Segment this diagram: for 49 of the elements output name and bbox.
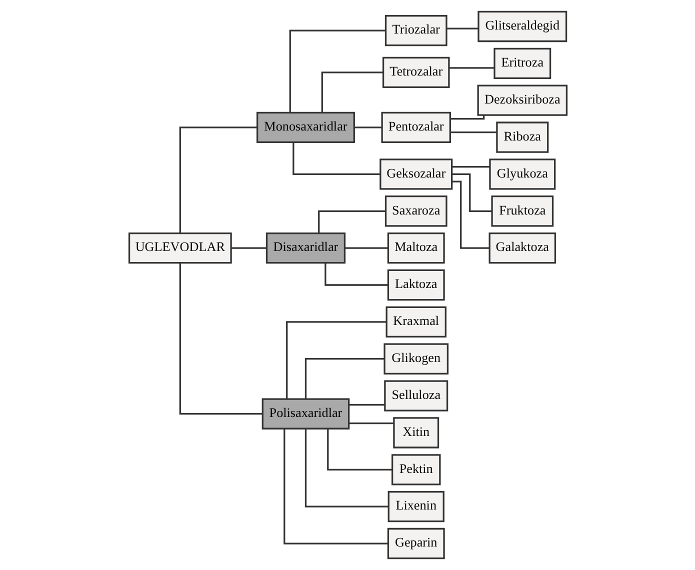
connector (452, 180, 489, 249)
node-box: Eritroza (493, 48, 551, 79)
node-box: Pektin (391, 454, 440, 486)
node-box: Geksozalar (379, 158, 452, 190)
connector (304, 358, 384, 399)
connector (326, 428, 392, 470)
node-box: Glitseraldegid (477, 10, 567, 42)
node-box: UGLEVODLAR (128, 232, 232, 264)
node-box: Xitin (392, 417, 439, 448)
connector (288, 30, 386, 112)
node-box: Galaktoza (488, 232, 556, 264)
connector (348, 422, 394, 424)
node-box: Saxaroza (384, 196, 447, 227)
connector (452, 166, 490, 168)
connector (344, 247, 388, 249)
connector (450, 132, 496, 134)
node-box: Maltoza (386, 232, 444, 264)
connector (451, 173, 492, 212)
connector (348, 404, 384, 406)
node-box: Disaxaridlar (265, 232, 346, 264)
node-box: Glikogen (383, 343, 448, 374)
connector (448, 67, 494, 69)
node-box: Laktoza (386, 269, 444, 301)
node-box: Geparin (386, 528, 444, 560)
connector (354, 126, 382, 128)
node-box: Selluloza (384, 380, 448, 412)
node-box: Glyukoza (488, 158, 556, 190)
connector (286, 321, 386, 399)
node-box: Lixenin (387, 491, 444, 522)
connector (292, 142, 380, 176)
node-box: Dezoksiriboza (476, 84, 568, 116)
connector (178, 126, 257, 234)
connector (450, 115, 484, 120)
connector (230, 247, 266, 249)
node-box: Kraxmal (385, 306, 446, 338)
connector (178, 263, 262, 415)
connector (318, 210, 386, 234)
node-box: Fruktoza (490, 196, 554, 227)
connector (324, 262, 388, 286)
connector (304, 428, 388, 508)
node-box: Riboza (496, 122, 548, 153)
node-box: Tetrozalar (382, 56, 450, 88)
connector (446, 28, 478, 30)
connector (283, 428, 388, 544)
node-box: Polisaxaridlar (261, 398, 350, 430)
node-box: Pentozalar (380, 112, 450, 144)
connector (320, 72, 383, 112)
node-box: Triozalar (384, 15, 447, 46)
node-box: Monosaxaridlar (256, 112, 354, 144)
